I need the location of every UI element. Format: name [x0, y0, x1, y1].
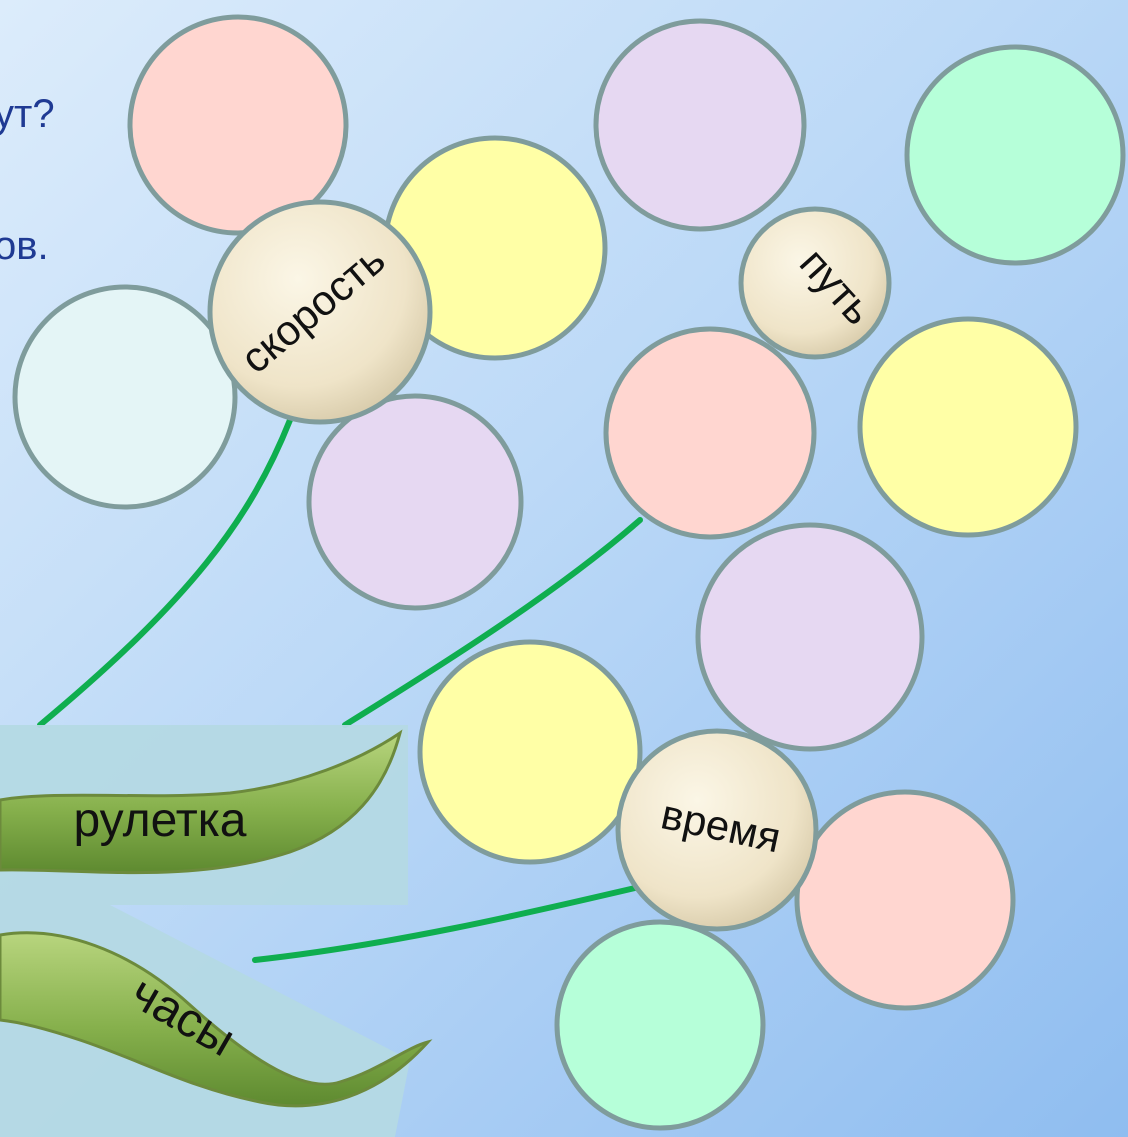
stem-speed: [37, 417, 293, 728]
leaf-shape: [0, 931, 433, 1108]
question-text-line-1: ут?: [0, 92, 55, 136]
petal: [593, 18, 807, 232]
petal: [306, 393, 524, 611]
question-text-line-2: ов.: [0, 224, 49, 268]
leaf-label-tape-measure: рулетка: [74, 794, 247, 847]
stem-time: [252, 885, 638, 963]
petal: [857, 316, 1079, 538]
leaf-shape: [0, 729, 403, 875]
flower-speed: скорость: [12, 14, 608, 611]
petal: [417, 639, 643, 865]
flower-center[interactable]: [615, 728, 819, 932]
petal: [554, 919, 766, 1131]
leaf-clock[interactable]: часы: [0, 905, 433, 1137]
flower-time: время: [417, 522, 1016, 1131]
flower-center[interactable]: [207, 199, 433, 425]
petal: [603, 326, 817, 540]
flower-path: путь: [593, 18, 1126, 540]
petal: [695, 522, 925, 752]
leaf-tape-measure[interactable]: рулетка: [0, 725, 408, 905]
petal: [12, 284, 238, 510]
stem-path: [342, 517, 643, 728]
flower-center[interactable]: [738, 206, 892, 360]
petal: [127, 14, 349, 236]
petal: [904, 44, 1126, 266]
petal: [794, 789, 1016, 1011]
